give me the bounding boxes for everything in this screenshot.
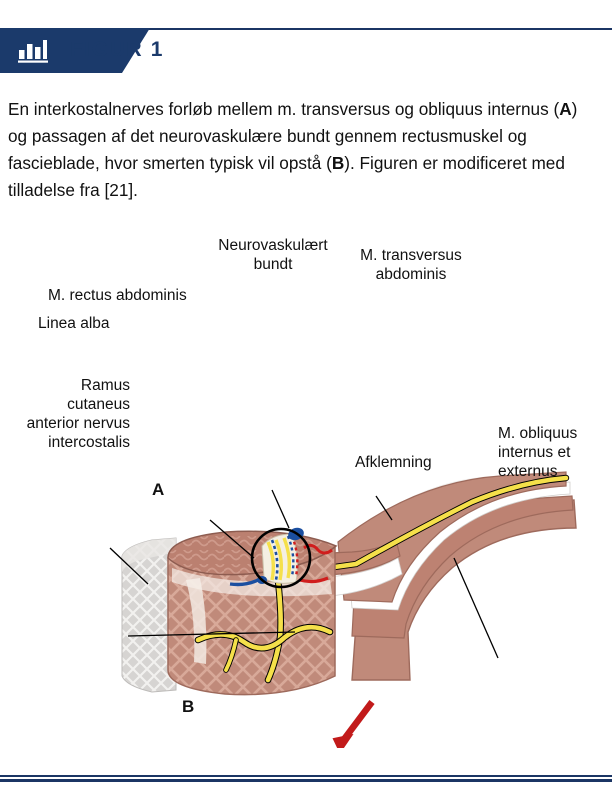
panel-label-a: A <box>152 480 165 499</box>
footer-rule <box>0 775 612 783</box>
caption-ref-a: A <box>559 99 572 119</box>
label-linea-alba: Linea alba <box>38 315 110 332</box>
panel-b-cross-section <box>190 744 422 748</box>
leader-neurovascular <box>271 489 290 529</box>
anatomy-svg <box>109 471 577 748</box>
anatomy-illustration: Neurovaskulært bundt M. transversus abdo… <box>0 228 612 748</box>
figure-badge <box>0 28 150 73</box>
caption-line-4: Figuren er modificeret med tilladelse fr… <box>8 153 565 200</box>
figure-caption: En interkostalnerves forløb mellem m. tr… <box>8 96 600 204</box>
panel-a-rectus-block <box>121 527 338 696</box>
leader-rectus-abdominis <box>209 519 255 559</box>
leader-transversus <box>375 495 393 521</box>
label-obliquus-internus-externus: M. obliquus internus et externus <box>498 425 578 480</box>
panel-a-abdominal-wall <box>232 471 577 681</box>
panel-label-b: B <box>182 697 195 716</box>
leader-obliquus <box>453 557 499 659</box>
leader-lines-a <box>109 489 499 659</box>
caption-line-3a: rectusmuskel og fascieblade, hvor smerte… <box>8 126 527 173</box>
page-title: FIGUR 1 <box>70 38 165 61</box>
label-neurovascular-bundle: Neurovaskulært bundt <box>218 237 328 273</box>
caption-line-3c: ). <box>344 153 355 173</box>
label-afklemning: Afklemning <box>355 454 432 471</box>
label-transversus-abdominis: M. transversus abdominis <box>360 247 462 283</box>
label-ramus-cutaneus-anterior: Ramus cutaneus anterior nervus intercost… <box>26 377 130 451</box>
caption-line-2c: ) og passagen af det neurovaskulære bund… <box>8 99 578 146</box>
neurovascular-bundle-detail <box>229 527 333 589</box>
leader-linea-alba <box>109 547 149 585</box>
bar-chart-icon <box>16 38 52 64</box>
leader-ramus <box>127 631 296 637</box>
caption-line-2a: internus ( <box>487 99 560 119</box>
afklemning-arrow <box>332 700 375 748</box>
header-top-rule <box>140 28 612 30</box>
caption-line-1: En interkostalnerves forløb mellem m. tr… <box>8 99 483 119</box>
label-rectus-abdominis: M. rectus abdominis <box>48 287 187 304</box>
caption-ref-b: B <box>331 153 345 173</box>
